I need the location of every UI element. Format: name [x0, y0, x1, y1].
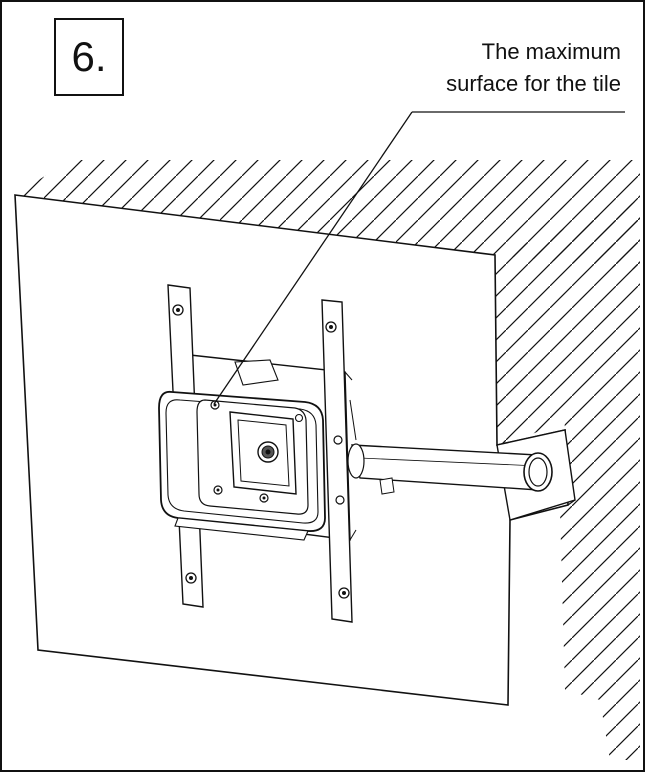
callout-line-1: The maximum	[481, 39, 621, 64]
tile-surface-callout: The maximum surface for the tile	[395, 36, 635, 100]
right-mounting-strap	[321, 299, 357, 623]
step-number: 6.	[71, 33, 107, 80]
step-number-box: 6.	[54, 18, 124, 96]
callout-leader	[213, 111, 625, 405]
tile-frame	[158, 390, 326, 541]
callout-line-2: surface for the tile	[446, 71, 621, 96]
pipe	[347, 443, 553, 492]
